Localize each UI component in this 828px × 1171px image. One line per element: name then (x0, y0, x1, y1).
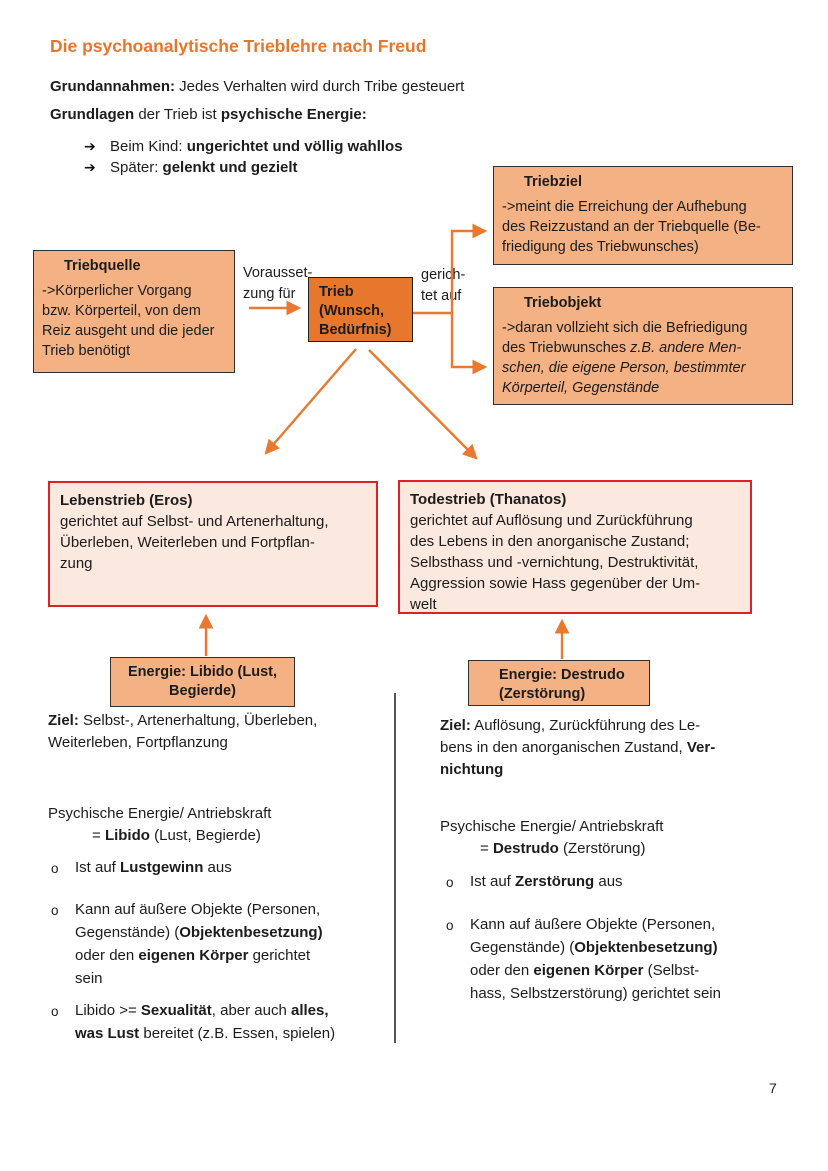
triebquelle-box: Triebquelle ->Körperlicher Vorgang bzw. … (33, 250, 235, 373)
energie-libido-box: Energie: Libido (Lust, Begierde) (110, 657, 295, 707)
list-item: o Kann auf äußere Objekte (Personen, Geg… (51, 898, 396, 990)
bullet-marker: o (51, 903, 59, 918)
lebenstrieb-box: Lebenstrieb (Eros) gerichtet auf Selbst-… (48, 481, 378, 607)
list-item: o Libido >= Sexualität, aber auch alles,… (51, 999, 396, 1045)
list-item: o Ist auf Zerstörung aus (446, 870, 786, 894)
trieb-box: Trieb (Wunsch, Bedürfnis) (308, 277, 413, 342)
intro-equation: = Libido (Lust, Begierde) (92, 827, 261, 844)
bullet-marker: o (446, 875, 454, 890)
energie-destrudo-box: Energie: Destrudo (Zerstörung) (468, 660, 650, 706)
drive-box-title: Lebenstrieb (Eros) (60, 492, 193, 509)
bullet-marker: o (51, 1004, 59, 1019)
box-body: ->Körperlicher Vorgang bzw. Körperteil, … (42, 283, 215, 359)
list-item: o Ist auf Lustgewinn aus (51, 856, 396, 880)
drive-box-title: Todestrieb (Thanatos) (410, 491, 567, 508)
drive-box-body: gerichtet auf Auflösung und Zurückführun… (410, 512, 701, 613)
arrow-bullet-text: Später: gelenkt und gezielt (110, 159, 298, 176)
voraussetzung-label: Vorausset- zung für (243, 265, 313, 302)
list-item-text: Ist auf Zerstörung aus (470, 873, 623, 890)
psychische-energie-left: Psychische Energie/ Antriebskraft = Libi… (48, 803, 271, 847)
triebziel-box: Triebziel ->meint die Erreichung der Auf… (493, 166, 793, 265)
list-item: o Kann auf äußere Objekte (Personen, Geg… (446, 913, 786, 1005)
arrow-bullet: ➔ Beim Kind: ungerichtet und völlig wahl… (84, 136, 403, 157)
triebobjekt-box: Triebobjekt ->daran vollzieht sich die B… (493, 287, 793, 405)
arrow-trieb-to-lebenstrieb (264, 348, 357, 455)
bullet-marker: o (51, 861, 59, 876)
right-arrow-icon: ➔ (84, 138, 96, 154)
right-arrow-icon: ➔ (84, 159, 96, 175)
header-bullet-list: ➔ Beim Kind: ungerichtet und völlig wahl… (84, 136, 403, 178)
list-item-text: Ist auf Lustgewinn aus (75, 859, 232, 876)
psychische-energie-right: Psychische Energie/ Antriebskraft = Dest… (440, 816, 663, 860)
grundannahmen-line: Grundannahmen: Jedes Verhalten wird durc… (50, 78, 465, 95)
intro-line: Psychische Energie/ Antriebskraft (48, 805, 272, 822)
box-title: Triebquelle (64, 258, 141, 274)
column-divider (394, 693, 396, 1043)
page-title: Die psychoanalytische Trieblehre nach Fr… (50, 36, 427, 56)
list-item-text: Kann auf äußere Objekte (Personen, Gegen… (470, 916, 721, 1002)
drive-box-body: gerichtet auf Selbst- und Artenerhaltung… (60, 513, 329, 572)
gerichtet-label: gerich- tet auf (421, 267, 466, 304)
intro-equation: = Destrudo (Zerstörung) (480, 840, 646, 857)
bullet-marker: o (446, 918, 454, 933)
ziel-right: Ziel: Auflösung, Zurückführung des Le- b… (440, 717, 716, 778)
page-number: 7 (769, 1080, 777, 1096)
box-title: Triebziel (524, 174, 583, 190)
arrow-gerichtet-triebobjekt (450, 313, 488, 375)
box-body: ->meint die Erreichung der Aufhebung des… (502, 199, 761, 255)
list-item-text: Libido >= Sexualität, aber auch alles, w… (75, 1002, 336, 1042)
box-title: Triebobjekt (524, 295, 602, 311)
todestrieb-box: Todestrieb (Thanatos) gerichtet auf Aufl… (398, 480, 752, 614)
ziel-left: Ziel: Selbst-, Artenerhaltung, Überleben… (48, 712, 318, 751)
arrow-bullet-text: Beim Kind: ungerichtet und völlig wahllo… (110, 138, 403, 155)
box-body: ->daran vollzieht sich die Befriedigung … (502, 320, 748, 396)
arrow-trieb-to-todestrieb (368, 349, 478, 460)
list-item-text: Kann auf äußere Objekte (Personen, Gegen… (75, 901, 323, 987)
grundlagen-line: Grundlagen der Trieb ist psychische Ener… (50, 106, 367, 123)
arrow-bullet: ➔ Später: gelenkt und gezielt (84, 157, 403, 178)
intro-line: Psychische Energie/ Antriebskraft (440, 818, 664, 835)
